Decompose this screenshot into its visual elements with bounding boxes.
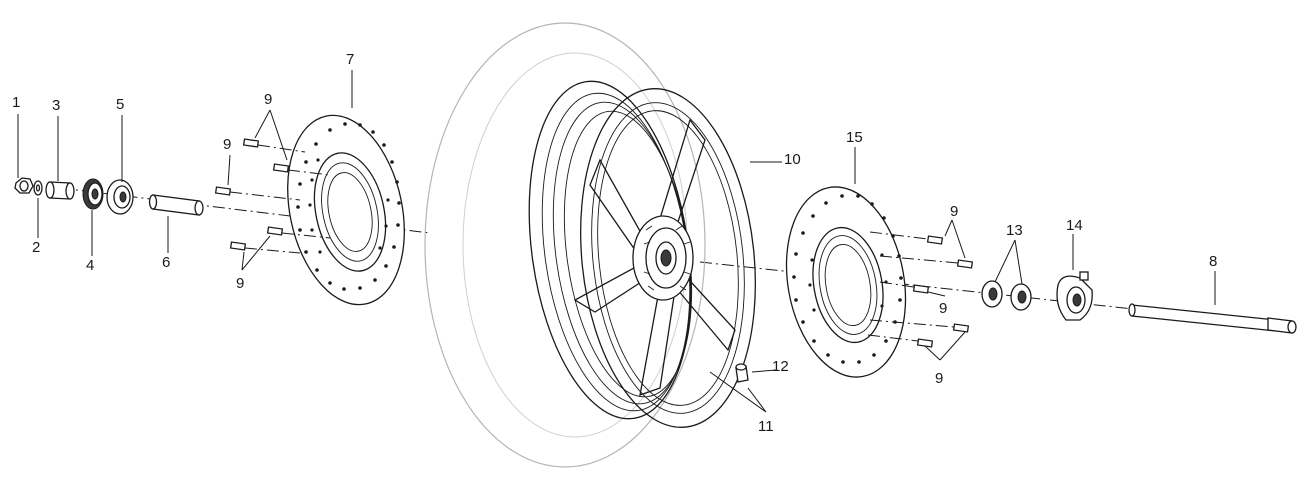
- callout-10: 10: [784, 151, 801, 168]
- callout-9-right-low: 9: [935, 370, 944, 387]
- callout-9-right-mid: 9: [939, 300, 948, 317]
- callout-5: 5: [116, 96, 125, 113]
- callout-9-right-top: 9: [950, 203, 959, 220]
- brake-disc-right: [785, 186, 907, 378]
- callout-15: 15: [846, 129, 863, 146]
- oil-seal: [82, 178, 104, 210]
- axle-shaft: [1128, 303, 1297, 334]
- disc-bolts-right: [867, 231, 974, 348]
- leader-lines: [17, 70, 1216, 413]
- callout-9-left: 9: [223, 136, 232, 153]
- collar: [45, 181, 75, 200]
- callout-8: 8: [1209, 253, 1218, 270]
- callout-1: 1: [12, 94, 21, 111]
- axle-nut: [14, 177, 34, 194]
- speedometer-gearbox: [1056, 271, 1093, 321]
- callout-6: 6: [162, 254, 171, 271]
- callout-9-lower-left: 9: [236, 275, 245, 292]
- callout-14: 14: [1066, 217, 1083, 234]
- bearing-left: [106, 179, 134, 215]
- callout-12: 12: [772, 358, 789, 375]
- callout-13: 13: [1006, 222, 1023, 239]
- brake-disc-left: [287, 114, 405, 306]
- wheel-rim: [528, 80, 757, 428]
- callout-2: 2: [32, 239, 41, 256]
- callout-11: 11: [758, 418, 774, 435]
- tire-valve: [735, 363, 749, 383]
- callout-7: 7: [346, 51, 355, 68]
- callout-3: 3: [52, 97, 61, 114]
- disc-bolts-left: [214, 138, 331, 254]
- bearing-right-pair: [981, 280, 1032, 311]
- callout-4: 4: [86, 257, 95, 274]
- spacer-tube: [148, 194, 204, 216]
- washer: [33, 180, 43, 196]
- callout-9-top: 9: [264, 91, 273, 108]
